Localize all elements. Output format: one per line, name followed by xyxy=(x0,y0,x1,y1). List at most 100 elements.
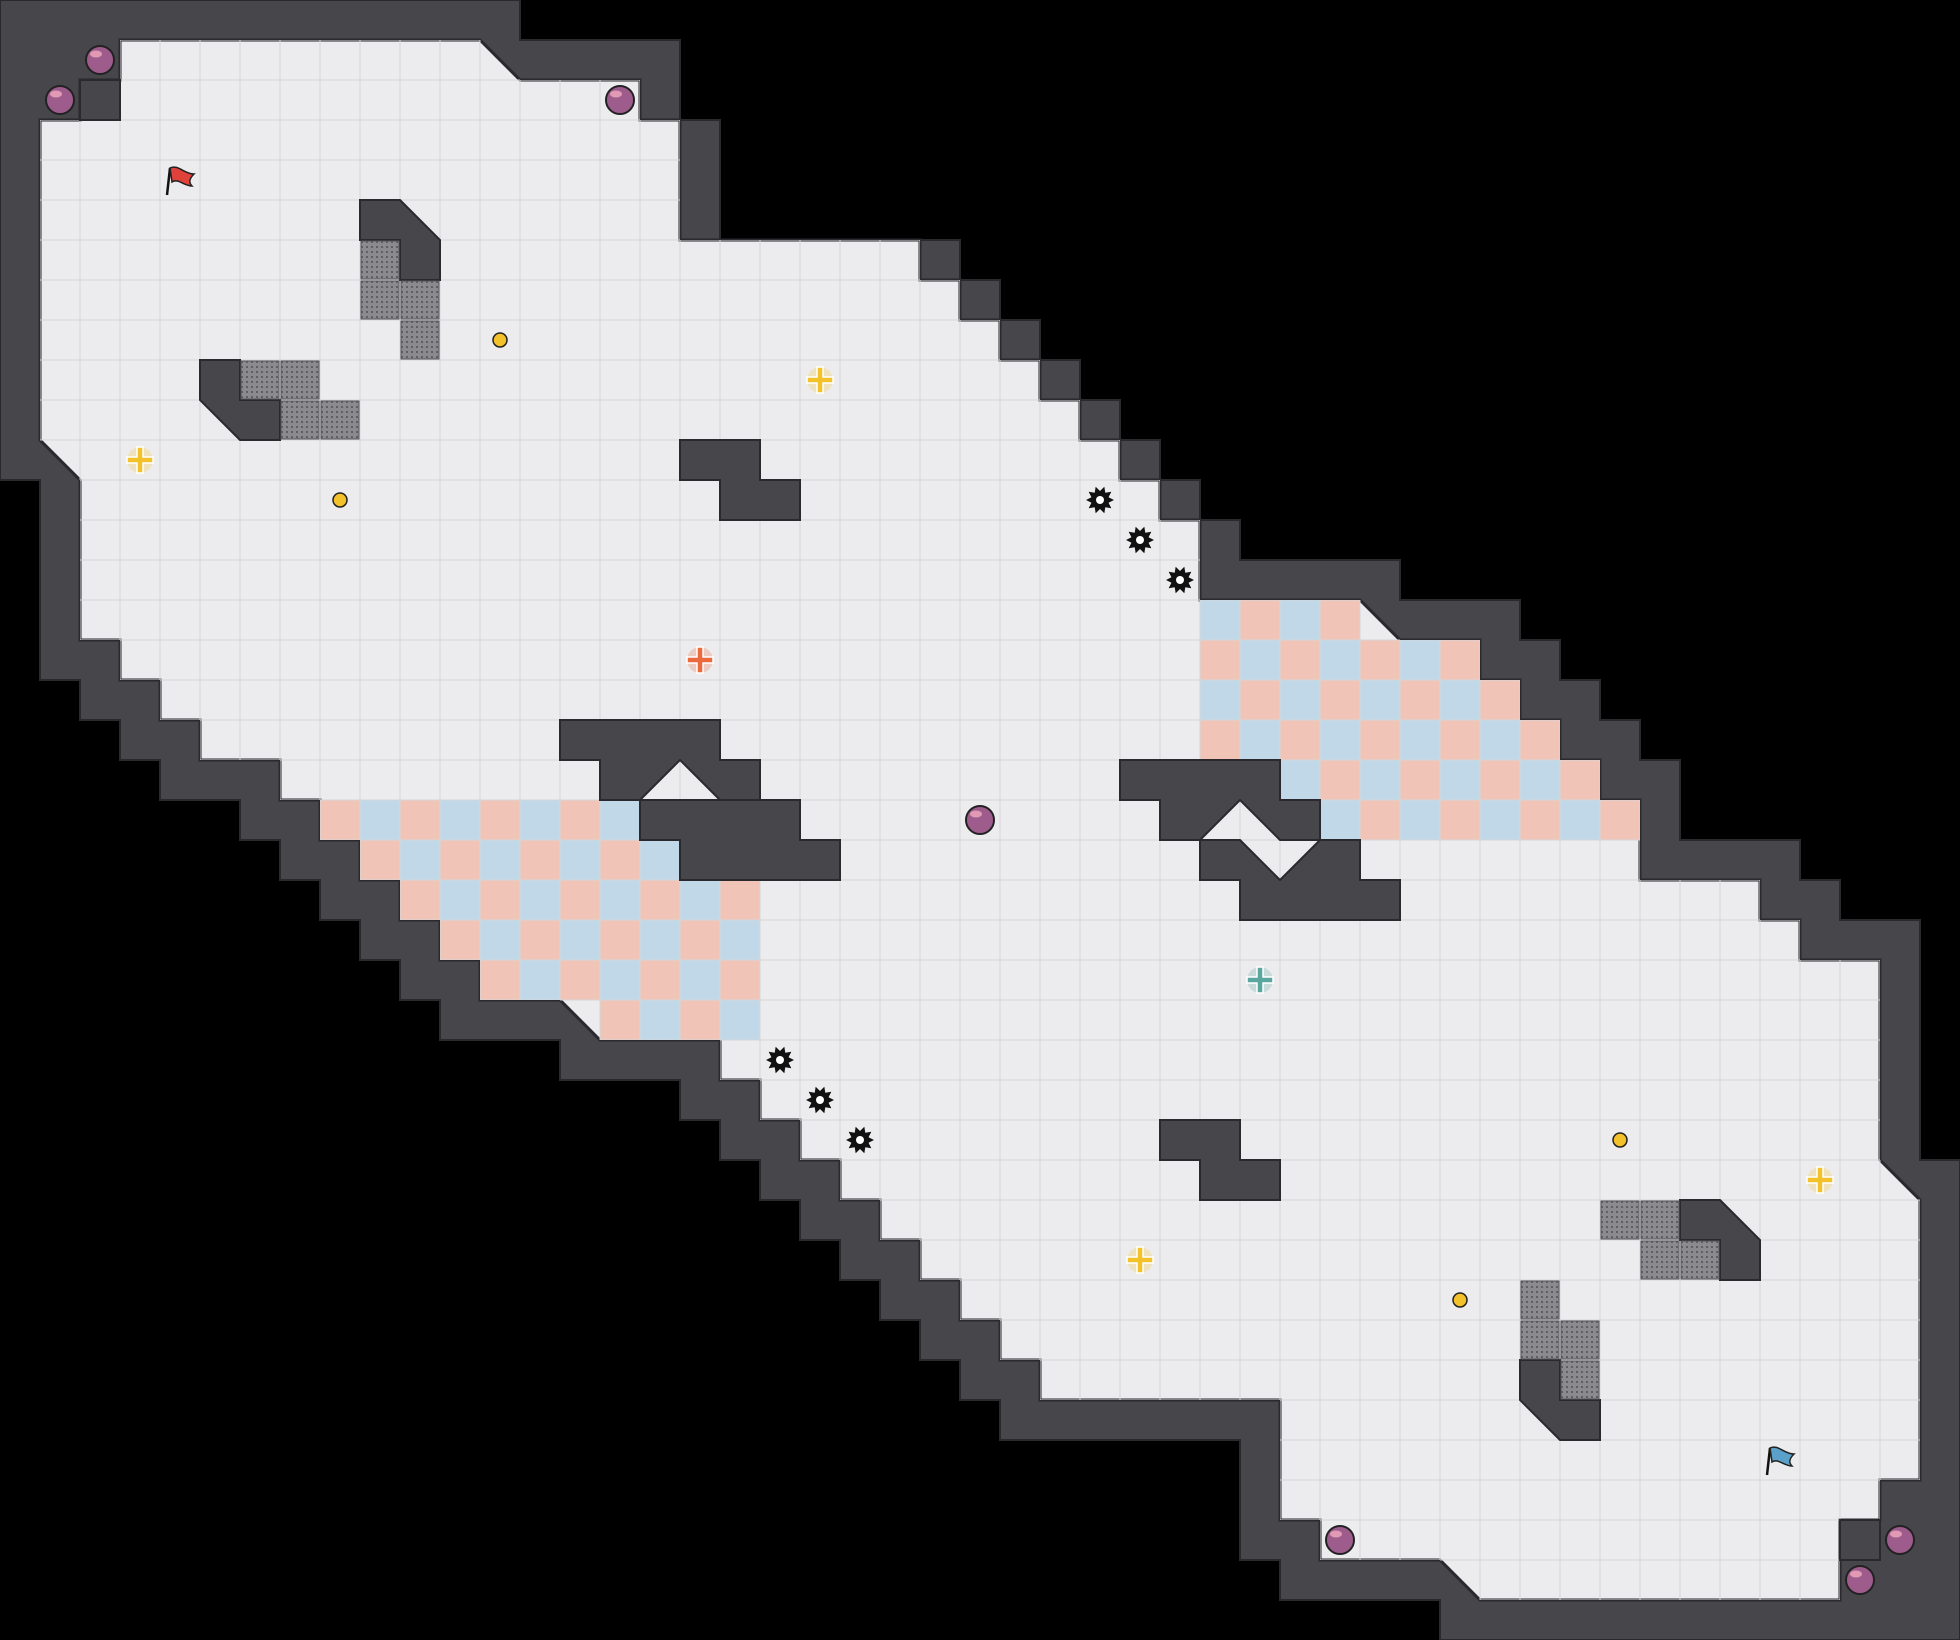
spike-icon[interactable] xyxy=(1166,566,1194,594)
spike-icon[interactable] xyxy=(766,1046,794,1074)
team-tile xyxy=(720,1000,760,1040)
team-tile xyxy=(600,920,640,960)
powerup-icon[interactable] xyxy=(1325,1525,1355,1555)
team-tile xyxy=(1440,680,1480,720)
powerup-icon[interactable] xyxy=(1845,1565,1875,1595)
gate-tile xyxy=(400,280,440,320)
team-tile xyxy=(480,960,520,1000)
gate-tile xyxy=(240,360,280,400)
team-tile xyxy=(1400,720,1440,760)
red-boost-icon[interactable] xyxy=(686,646,714,674)
team-tile xyxy=(520,800,560,840)
team-tile xyxy=(1240,640,1280,680)
team-tile xyxy=(1280,720,1320,760)
team-tile xyxy=(1400,800,1440,840)
team-tile xyxy=(1320,600,1360,640)
team-tile xyxy=(1480,800,1520,840)
gate-tile xyxy=(360,280,400,320)
team-tile xyxy=(640,960,680,1000)
team-tile xyxy=(720,960,760,1000)
gate-tile xyxy=(1640,1240,1680,1280)
spike-icon[interactable] xyxy=(806,1086,834,1114)
neutral-boost-icon[interactable] xyxy=(126,446,154,474)
interior-wall xyxy=(1679,1199,1761,1281)
team-tile xyxy=(720,920,760,960)
team-tile xyxy=(360,800,400,840)
team-tile xyxy=(600,960,640,1000)
red-flag-icon[interactable] xyxy=(165,166,196,196)
team-tile xyxy=(1480,760,1520,800)
team-tile xyxy=(680,960,720,1000)
interior-wall xyxy=(359,199,441,281)
team-tile xyxy=(560,840,600,880)
team-tile xyxy=(400,840,440,880)
blue-flag-icon[interactable] xyxy=(1765,1446,1796,1476)
gate-tile xyxy=(1600,1200,1640,1240)
team-tile xyxy=(640,840,680,880)
spike-icon[interactable] xyxy=(1126,526,1154,554)
team-tile xyxy=(480,800,520,840)
team-tile xyxy=(1520,800,1560,840)
team-tile xyxy=(1200,600,1240,640)
team-tile xyxy=(560,800,600,840)
bomb-icon[interactable] xyxy=(1612,1132,1628,1148)
team-tile xyxy=(1400,640,1440,680)
powerup-icon[interactable] xyxy=(85,45,115,75)
team-tile xyxy=(1360,760,1400,800)
blue-boost-icon[interactable] xyxy=(1246,966,1274,994)
gate-tile xyxy=(360,240,400,280)
neutral-boost-icon[interactable] xyxy=(1126,1246,1154,1274)
gate-tile xyxy=(1520,1280,1560,1320)
gate-tile xyxy=(320,400,360,440)
powerup-icon[interactable] xyxy=(45,85,75,115)
team-tile xyxy=(520,880,560,920)
spike-icon[interactable] xyxy=(846,1126,874,1154)
interior-wall xyxy=(639,799,841,881)
neutral-boost-icon[interactable] xyxy=(1806,1166,1834,1194)
bomb-icon[interactable] xyxy=(492,332,508,348)
team-tile xyxy=(600,880,640,920)
spike-icon[interactable] xyxy=(1086,486,1114,514)
team-tile xyxy=(1480,720,1520,760)
team-tile xyxy=(1240,720,1280,760)
interior-wall xyxy=(1199,839,1401,921)
team-tile xyxy=(640,1000,680,1040)
team-tile xyxy=(520,960,560,1000)
team-tile xyxy=(1560,760,1600,800)
team-tile xyxy=(440,880,480,920)
team-tile xyxy=(440,800,480,840)
team-tile xyxy=(720,880,760,920)
team-tile xyxy=(1360,720,1400,760)
interior-wall xyxy=(679,439,801,521)
powerup-icon[interactable] xyxy=(605,85,635,115)
interior-wall xyxy=(79,79,121,121)
bomb-icon[interactable] xyxy=(332,492,348,508)
team-tile xyxy=(440,920,480,960)
gate-tile xyxy=(1680,1240,1720,1280)
team-tile xyxy=(520,840,560,880)
team-tile xyxy=(680,880,720,920)
powerup-icon[interactable] xyxy=(1885,1525,1915,1555)
team-tile xyxy=(560,880,600,920)
team-tile xyxy=(1280,600,1320,640)
team-tile xyxy=(1440,640,1480,680)
team-tile xyxy=(560,920,600,960)
gate-tile xyxy=(280,400,320,440)
gate-tile xyxy=(1560,1360,1600,1400)
interior-wall xyxy=(559,719,761,801)
team-zone-west xyxy=(320,800,760,1040)
team-tile xyxy=(1440,760,1480,800)
team-tile xyxy=(480,880,520,920)
interior-wall xyxy=(1119,759,1321,841)
interior-wall xyxy=(1839,1519,1881,1561)
team-tile xyxy=(480,840,520,880)
team-tile xyxy=(1320,640,1360,680)
bomb-icon[interactable] xyxy=(1452,1292,1468,1308)
team-tile xyxy=(680,920,720,960)
powerup-icon[interactable] xyxy=(965,805,995,835)
team-tile xyxy=(680,1000,720,1040)
gate-tile xyxy=(1520,1320,1560,1360)
neutral-boost-icon[interactable] xyxy=(806,366,834,394)
